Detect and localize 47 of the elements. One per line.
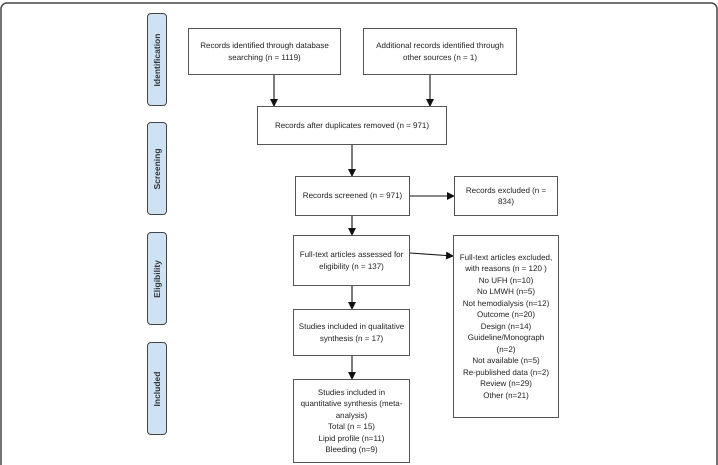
box-text: Records after duplicates removed (n = 971) — [274, 120, 430, 132]
arrow — [348, 286, 356, 310]
box-text: Review (n=29) — [480, 378, 532, 390]
box-text: Studies included in quantitative synthesis (meta-analysis) — [300, 386, 404, 421]
box-text: Studies included in qualitative synthesis (n = 17) — [298, 321, 405, 344]
stage-band — [147, 122, 167, 215]
arrow — [426, 75, 434, 107]
arrow — [410, 252, 454, 260]
process-box — [295, 176, 410, 216]
process-box — [188, 28, 341, 75]
box-text: Guideline/Monograph (n=2) — [466, 332, 546, 356]
process-box — [363, 28, 517, 75]
box-text: Lipid profile (n=11) — [318, 432, 384, 444]
arrow — [348, 356, 356, 380]
arrow — [270, 75, 278, 107]
box-text: Re-published data (n=2) — [462, 366, 550, 378]
box-text: Full-text articles excluded, with reasons (n = 120 ) — [458, 252, 554, 275]
box-text: No UFH (n=10) — [478, 274, 534, 286]
process-box — [453, 235, 559, 418]
box-text: Design (n=14) — [480, 320, 532, 332]
box-text: Bleeding (n=9) — [325, 444, 378, 456]
arrow — [348, 216, 356, 236]
box-text: Full-text articles assessed for eligibility (n = 137) — [298, 249, 404, 272]
box-text: Not available (n=5) — [472, 355, 540, 367]
box-text: Total (n = 15) — [328, 421, 375, 432]
stage-label: Included — [152, 371, 162, 406]
box-text: No LMWH (n=5) — [476, 286, 535, 298]
process-box — [257, 106, 447, 145]
arrow — [410, 192, 455, 200]
process-box — [293, 235, 410, 286]
process-box — [293, 309, 410, 356]
process-box — [293, 379, 410, 463]
stage-label: Screening — [152, 148, 162, 190]
process-box — [454, 176, 558, 216]
box-text: Records screened (n = 971) — [302, 190, 402, 202]
box-text: Not hemodialysis (n=12) — [462, 298, 550, 310]
box-text: Outcome (n=20) — [476, 309, 536, 321]
stage-label: Identification — [152, 33, 162, 86]
stage-band — [147, 13, 167, 106]
stage-label: Eligibility — [152, 260, 162, 298]
arrow — [348, 145, 356, 177]
box-text: Records excluded (n = 834) — [464, 184, 548, 208]
stage-band — [147, 342, 167, 435]
stage-band — [147, 232, 167, 325]
box-text: Records identified through database searching (n = 1119) — [199, 40, 330, 63]
box-text: Other (n=21) — [483, 390, 529, 402]
box-text: Additional records identified through other sources (n = 1) — [375, 40, 505, 63]
